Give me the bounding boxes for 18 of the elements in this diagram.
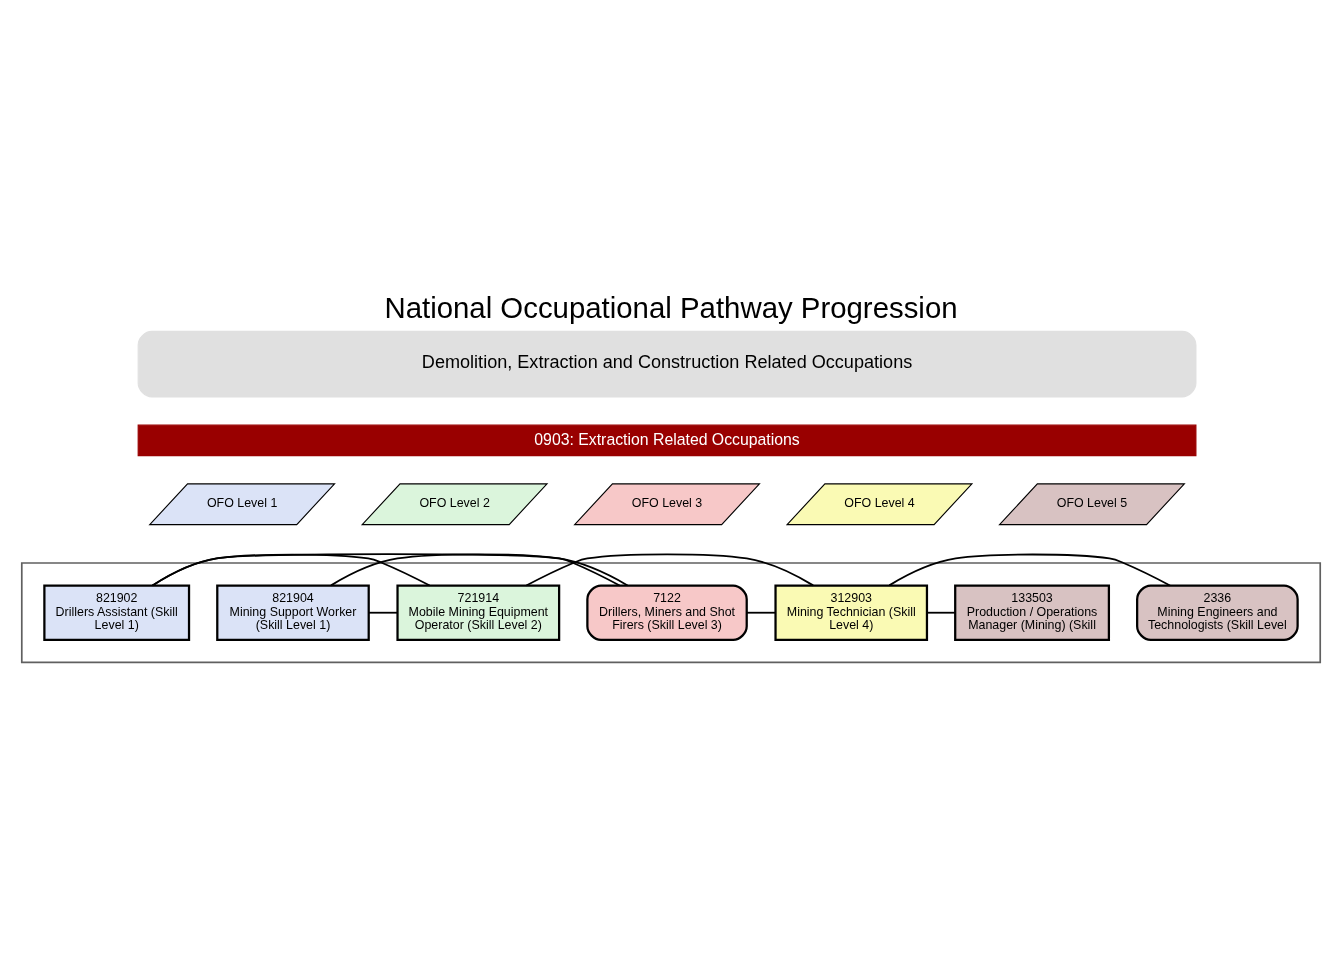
cluster: [20, 562, 1322, 664]
node-box: Demolition, Extraction and Construction Related Occupations: [137, 330, 1197, 398]
node-box: 821904 Mining Support Worker (Skill Level 1): [216, 584, 370, 641]
connector: [525, 553, 815, 587]
node-box: 2336 Mining Engineers and Technologists (Skill Level: [1136, 584, 1299, 641]
connector: [330, 553, 621, 587]
node-box: 721914 Mobile Mining Equipment Operator (Skill Level 2): [396, 584, 561, 641]
connector: [151, 553, 629, 587]
node-box: 821902 Drillers Assistant (Skill Level 1): [43, 584, 191, 641]
diagram-title: National Occupational Pathway Progression: [384, 290, 958, 324]
connector: [746, 611, 777, 614]
node-box: 7122 Drillers, Miners and Shot Firers (Skill Level 3): [586, 584, 748, 641]
node-box: 0903: Extraction Related Occupations: [137, 424, 1197, 457]
connector: [888, 553, 1171, 587]
connector: [368, 611, 399, 614]
connector: [926, 611, 956, 614]
node-box: 133503 Production / Operations Manager (Mining) (Skill: [954, 584, 1111, 641]
node-box: 312903 Mining Technician (Skill Level 4): [774, 584, 929, 641]
